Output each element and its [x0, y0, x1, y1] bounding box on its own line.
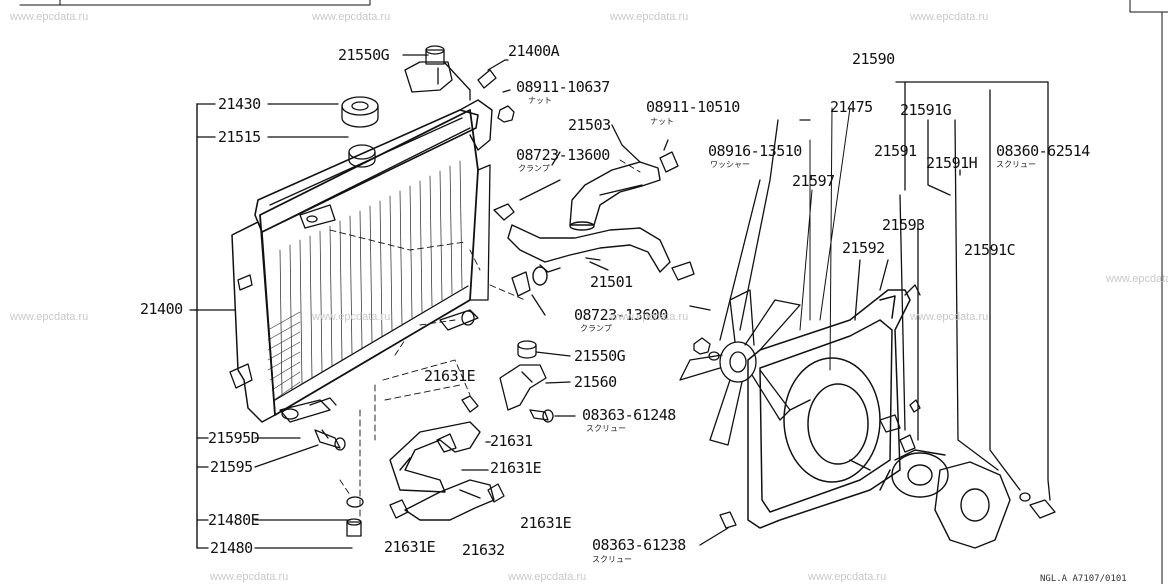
label-21597: 21597 [792, 172, 835, 190]
label-21400: 21400 [140, 300, 183, 318]
label-08916-13510: 08916-13510 [708, 142, 802, 160]
label-21550g-mid: 21550G [574, 347, 626, 365]
label-21560: 21560 [574, 373, 617, 391]
label-21632: 21632 [462, 541, 505, 559]
label-21515: 21515 [218, 128, 261, 146]
watermark: www.epcdata.ru [10, 311, 89, 323]
watermark: www.epcdata.ru [10, 11, 89, 23]
watermark: www.epcdata.ru [610, 11, 689, 23]
label-21595d: 21595D [208, 429, 260, 447]
label-08911-10510-sub: ナット [650, 117, 674, 126]
lower-hose-21501 [507, 224, 671, 286]
label-08911-10637-sub: ナット [528, 96, 552, 105]
label-08363-61238: 08363-61238 [592, 536, 686, 554]
label-08363-61248: 08363-61248 [582, 406, 676, 424]
hose-21631 [389, 421, 481, 493]
label-21475: 21475 [830, 98, 873, 116]
watermark: www.epcdata.ru [508, 571, 587, 583]
label-21591g: 21591G [900, 101, 952, 119]
label-21591: 21591 [874, 142, 917, 160]
label-21591c: 21591C [964, 241, 1016, 259]
label-08360-62514-sub: スクリュー [996, 160, 1036, 169]
bracket-21560 [499, 364, 547, 411]
label-21503: 21503 [568, 116, 611, 134]
figure-code: NGL.A A7107/0101 [1040, 574, 1127, 584]
radiator-top-tank [254, 109, 479, 233]
label-08911-10637: 08911-10637 [516, 78, 610, 96]
hose-21632 [404, 479, 495, 521]
watermark: www.epcdata.ru [210, 571, 289, 583]
watermark: www.epcdata.ru [610, 311, 689, 323]
label-21631e-a: 21631E [424, 367, 476, 385]
bracket-21550g-mid [517, 340, 537, 359]
label-21631: 21631 [490, 432, 533, 450]
label-21550g-top: 21550G [338, 46, 390, 64]
drain-plug-21480 [346, 496, 364, 537]
label-21631e-c: 21631E [520, 514, 572, 532]
label-21595: 21595 [210, 458, 253, 476]
label-21480: 21480 [210, 539, 253, 557]
label-08723-13600-bot-sub: クランプ [580, 324, 612, 333]
watermark: www.epcdata.ru [312, 11, 391, 23]
radiator-left-tank [231, 221, 276, 423]
watermark: www.epcdata.ru [808, 571, 887, 583]
label-08723-13600-top-sub: クランプ [518, 164, 550, 173]
label-21480e: 21480E [208, 511, 260, 529]
watermark: www.epcdata.ru [910, 11, 989, 23]
label-08723-13600-bot: 08723-13600 [574, 306, 668, 324]
label-08723-13600-top: 08723-13600 [516, 146, 610, 164]
fan-blades-21592 [679, 289, 801, 446]
label-08911-10510: 08911-10510 [646, 98, 740, 116]
watermark: www.epcdata.ru [312, 311, 391, 323]
label-21592: 21592 [842, 239, 885, 257]
upper-hose-21503 [569, 161, 661, 231]
label-21631e-d: 21631E [384, 538, 436, 556]
drain-cock-21595 [314, 429, 346, 451]
filler-neck [348, 144, 376, 160]
label-21400a: 21400A [508, 42, 560, 60]
motor-plate [934, 461, 1011, 549]
label-08363-61248-sub: スクリュー [586, 424, 626, 433]
label-21631e-b: 21631E [490, 459, 542, 477]
watermark: www.epcdata.ru [1106, 273, 1168, 285]
label-21590: 21590 [852, 50, 895, 68]
fan-motor [879, 449, 949, 498]
label-08916-13510-sub: ワッシャー [710, 160, 750, 169]
label-21430: 21430 [218, 95, 261, 113]
bracket-21550g-top [404, 45, 453, 93]
radiator-cap [341, 96, 379, 128]
watermark: www.epcdata.ru [910, 311, 989, 323]
fan-shroud-21591 [747, 289, 911, 529]
label-08360-62514: 08360-62514 [996, 142, 1090, 160]
label-21591h: 21591H [926, 154, 978, 172]
label-21593: 21593 [882, 216, 925, 234]
label-08363-61238-sub: スクリュー [592, 555, 632, 564]
label-21501: 21501 [590, 273, 633, 291]
